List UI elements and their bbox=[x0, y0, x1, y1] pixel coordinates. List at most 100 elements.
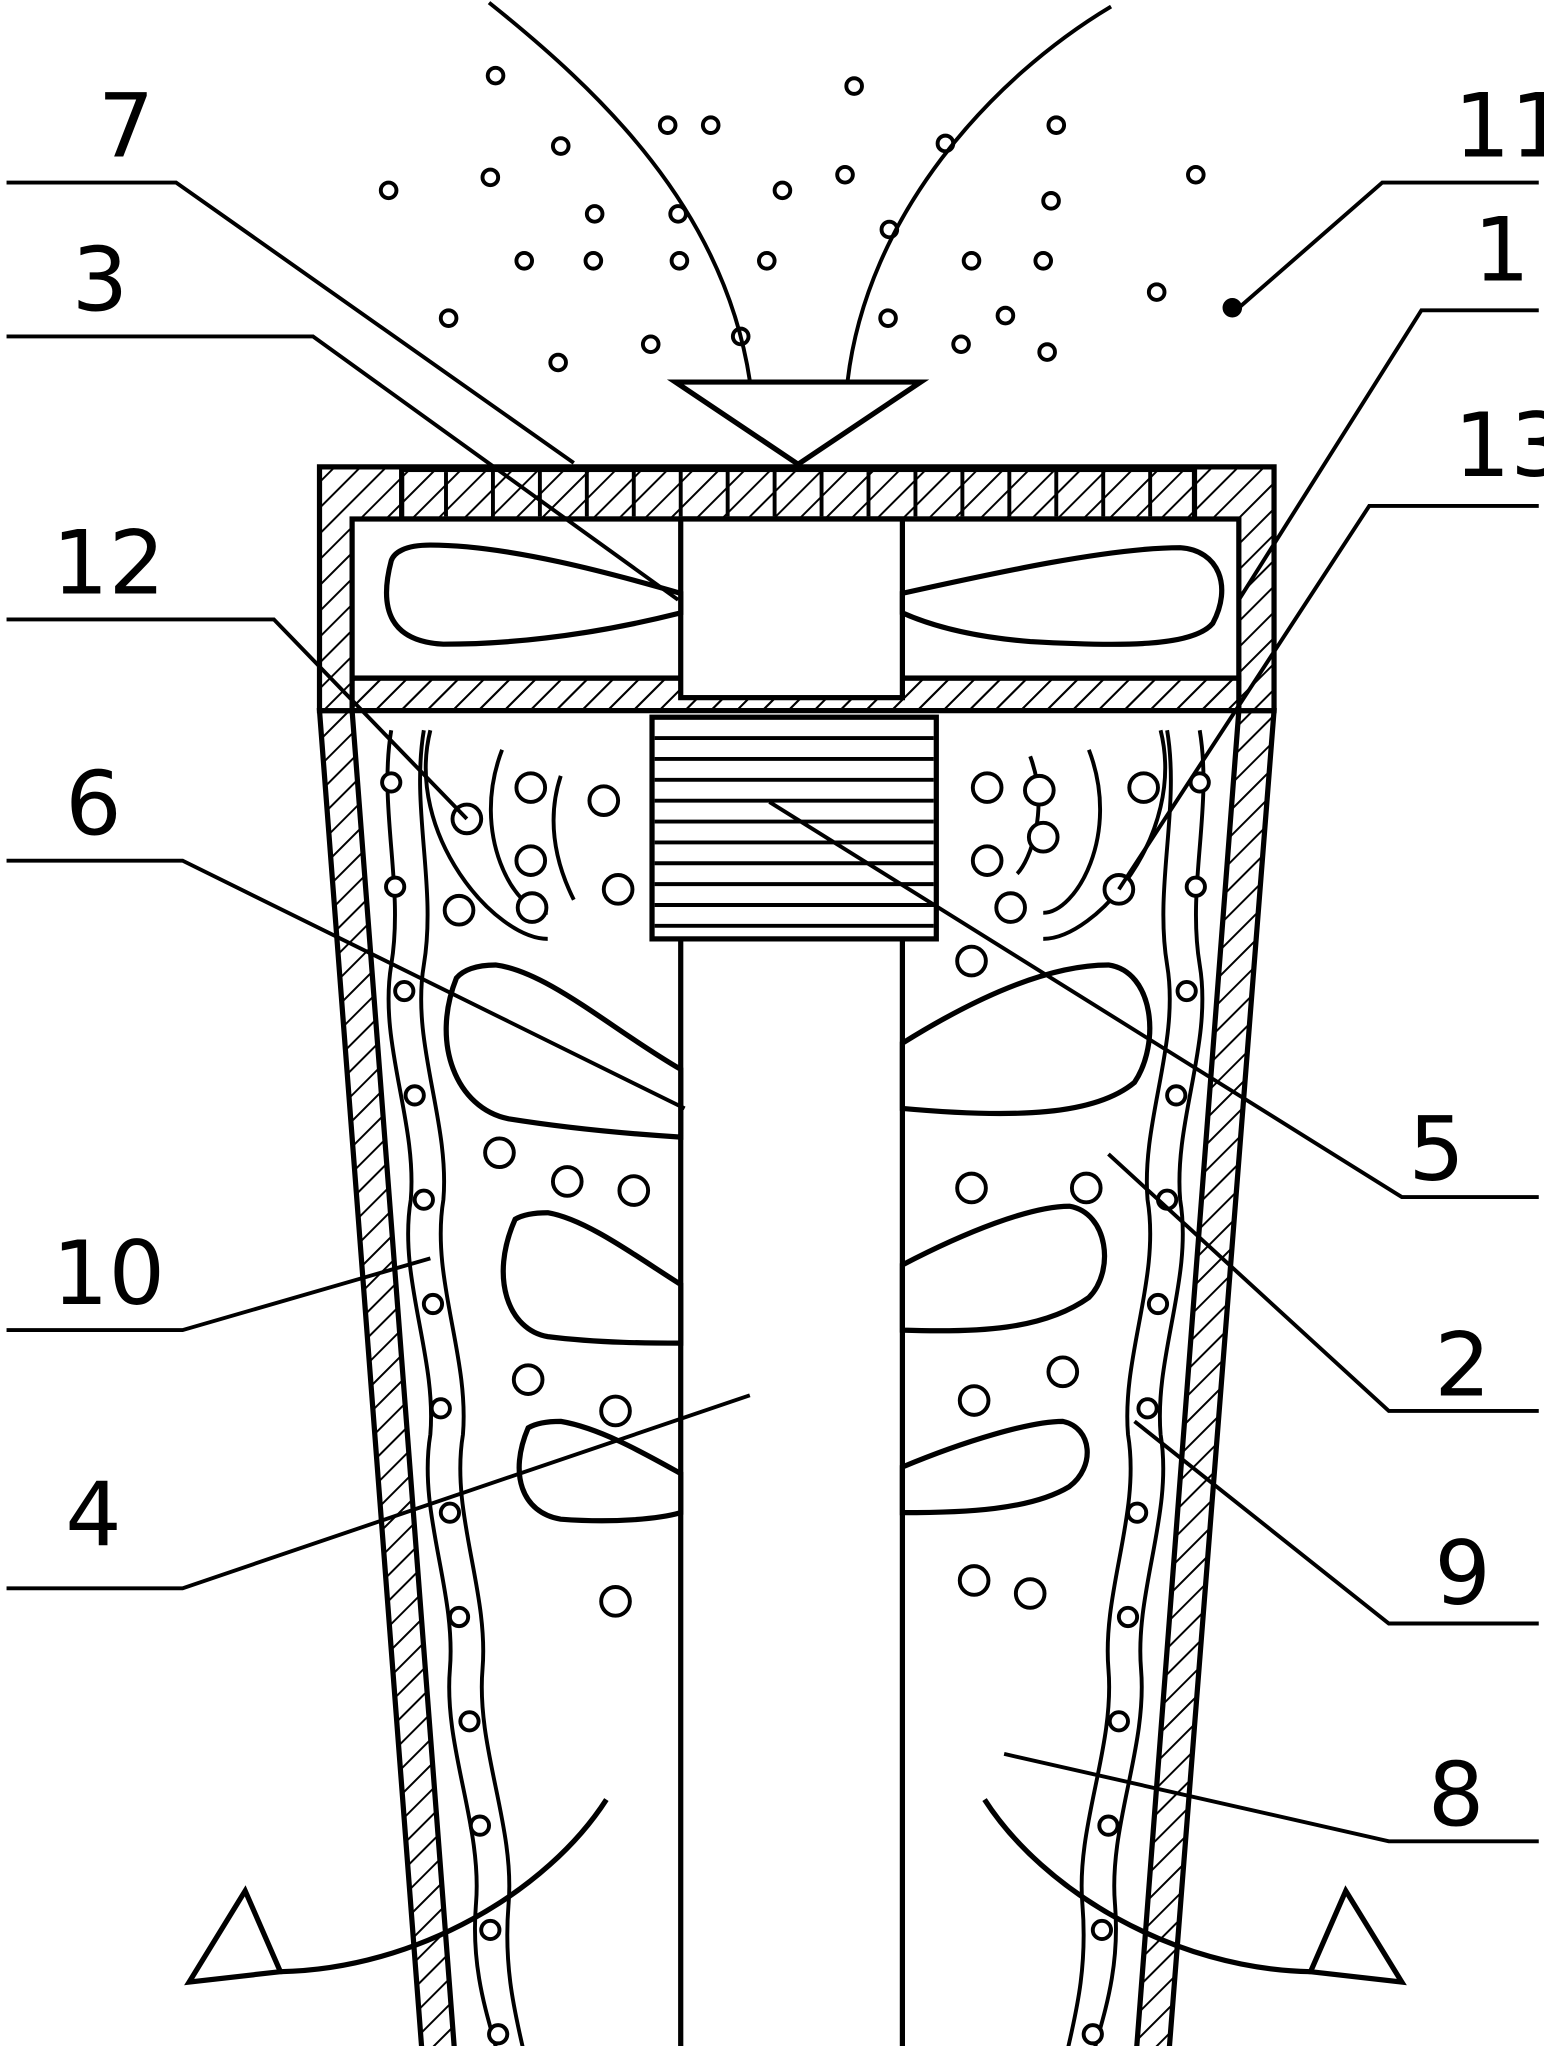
callout-label-12: 12 bbox=[52, 511, 165, 614]
particle bbox=[657, 115, 678, 135]
trapped-particle bbox=[599, 1394, 632, 1428]
leader-line-8 bbox=[1003, 1751, 1539, 1844]
callout-label-1: 1 bbox=[1474, 198, 1530, 301]
particle bbox=[548, 352, 568, 373]
callout-label-13: 13 bbox=[1454, 394, 1544, 497]
leader-line-13 bbox=[1117, 504, 1539, 891]
trapped-particle bbox=[511, 1363, 545, 1396]
particle bbox=[485, 65, 506, 86]
callout-label-4: 4 bbox=[65, 1463, 121, 1566]
leader-line-5 bbox=[768, 800, 1539, 1200]
lining-bump bbox=[1136, 1397, 1159, 1420]
lining-bump bbox=[393, 979, 416, 1003]
trapped-particle bbox=[617, 1174, 651, 1207]
callout-label-3: 3 bbox=[72, 228, 128, 331]
trapped-particle bbox=[970, 844, 1004, 877]
trapped-particle bbox=[514, 771, 548, 804]
particle bbox=[669, 251, 690, 271]
central-shaft bbox=[678, 936, 906, 2046]
trapped-particle bbox=[599, 1585, 632, 1618]
particle bbox=[951, 334, 971, 355]
particle bbox=[584, 204, 605, 224]
trapped-particle bbox=[483, 1136, 516, 1170]
filtered-particles bbox=[442, 771, 1160, 1618]
particle bbox=[583, 251, 604, 271]
trapped-particle bbox=[957, 1564, 991, 1597]
lining-bump bbox=[1146, 1292, 1170, 1316]
lining-bump bbox=[1107, 1710, 1130, 1733]
airborne-particles bbox=[378, 65, 1243, 373]
particle bbox=[700, 115, 721, 135]
lining-bump bbox=[421, 1292, 445, 1316]
lining-bump bbox=[1184, 875, 1207, 898]
trapped-particle bbox=[955, 944, 988, 978]
particle bbox=[480, 167, 501, 188]
leader-line-9 bbox=[1133, 1419, 1539, 1626]
callout-label-9: 9 bbox=[1434, 1522, 1490, 1625]
trapped-particle bbox=[514, 844, 548, 877]
lining-bump bbox=[412, 1188, 435, 1211]
trapped-particle bbox=[955, 1171, 988, 1205]
lining-bump bbox=[487, 2023, 510, 2046]
lining-bump bbox=[1090, 1918, 1113, 1942]
lining-bump bbox=[468, 1814, 491, 1837]
particle bbox=[772, 180, 793, 201]
particle bbox=[1186, 164, 1206, 185]
particle bbox=[835, 164, 855, 185]
motor-coil bbox=[649, 714, 939, 942]
leader-line-7 bbox=[6, 180, 575, 465]
inner-filter-blades bbox=[443, 962, 1153, 1524]
trapped-particle bbox=[1026, 820, 1060, 854]
lining-bump bbox=[438, 1501, 461, 1524]
particle bbox=[1146, 282, 1167, 302]
lining-bump bbox=[447, 1605, 471, 1629]
particle bbox=[1033, 251, 1054, 271]
particle-dot bbox=[1222, 297, 1243, 318]
particle bbox=[514, 251, 535, 271]
particle bbox=[640, 334, 661, 355]
lining-bump bbox=[380, 771, 403, 794]
callout-labels: 73111131265102498 bbox=[52, 74, 1544, 1846]
trapped-particle bbox=[957, 1384, 991, 1417]
trapped-particle bbox=[1013, 1577, 1047, 1610]
trapped-particle bbox=[550, 1165, 584, 1198]
particle bbox=[844, 76, 864, 96]
leader-line-4 bbox=[6, 1393, 751, 1591]
callout-label-6: 6 bbox=[65, 753, 121, 856]
trapped-particle bbox=[515, 891, 549, 924]
lining-bump bbox=[403, 1084, 426, 1107]
lining-bump bbox=[384, 875, 407, 898]
lining-bump bbox=[1126, 1501, 1149, 1524]
particle bbox=[1037, 342, 1057, 362]
lining-bump bbox=[458, 1710, 481, 1733]
callout-label-2: 2 bbox=[1434, 1313, 1490, 1416]
callout-label-8: 8 bbox=[1428, 1744, 1484, 1847]
callout-label-10: 10 bbox=[52, 1222, 165, 1325]
trapped-particle bbox=[442, 893, 476, 927]
particle bbox=[995, 305, 1016, 326]
trapped-particle bbox=[970, 771, 1004, 804]
trapped-particle bbox=[601, 873, 635, 906]
trapped-particle bbox=[1127, 771, 1160, 804]
leader-line-12 bbox=[6, 617, 469, 821]
lining-bump bbox=[429, 1397, 452, 1420]
particle bbox=[438, 308, 459, 328]
trapped-particle bbox=[994, 891, 1027, 924]
trapped-particle bbox=[1069, 1171, 1103, 1205]
particle bbox=[1046, 115, 1067, 135]
particle bbox=[550, 136, 571, 156]
outlet-airflow-arrows bbox=[184, 1798, 1407, 1986]
fan-blades bbox=[383, 542, 1225, 647]
lining-bump bbox=[1175, 979, 1198, 1003]
leader-line-6 bbox=[6, 858, 686, 1111]
callout-label-5: 5 bbox=[1408, 1098, 1464, 1201]
lining-bump bbox=[1165, 1084, 1188, 1107]
particle bbox=[1041, 191, 1061, 211]
callout-label-7: 7 bbox=[98, 74, 154, 177]
leader-line-1 bbox=[1237, 308, 1539, 601]
trapped-particle bbox=[1046, 1355, 1080, 1389]
trapped-particle bbox=[587, 784, 621, 817]
intake-airflow-lines bbox=[487, 1, 1113, 382]
